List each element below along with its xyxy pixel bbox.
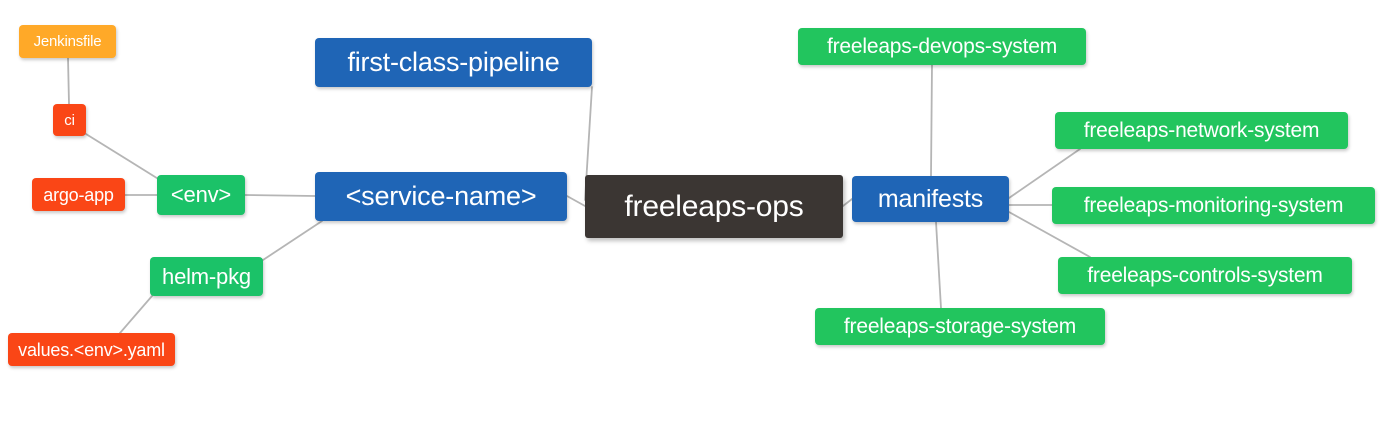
node-label: freeleaps-devops-system xyxy=(827,35,1057,58)
edge-freeleaps-ops-to-manifests xyxy=(842,198,853,207)
node-argo-app[interactable]: argo-app xyxy=(32,178,125,211)
node-label: ci xyxy=(64,111,75,129)
node-label: freeleaps-storage-system xyxy=(843,315,1077,338)
node-label: freeleaps-network-system xyxy=(1083,119,1320,142)
edge-manifests-to-freeleaps-storage-system xyxy=(935,221,942,309)
edge-freeleaps-ops-to-service-name xyxy=(566,195,586,207)
edge-service-name-to-helm-pkg xyxy=(262,220,323,261)
node-freeleaps-network-system[interactable]: freeleaps-network-system xyxy=(1055,112,1348,149)
node-freeleaps-controls-system[interactable]: freeleaps-controls-system xyxy=(1058,257,1352,294)
node-values-env-yaml[interactable]: values.<env>.yaml xyxy=(8,333,175,366)
node-label: freeleaps-ops xyxy=(624,189,804,223)
node-freeleaps-monitoring-system[interactable]: freeleaps-monitoring-system xyxy=(1052,187,1375,224)
node-freeleaps-devops-system[interactable]: freeleaps-devops-system xyxy=(798,28,1086,65)
node-first-class-pipeline[interactable]: first-class-pipeline xyxy=(315,38,592,87)
node-label: manifests xyxy=(877,184,984,213)
node-service-name[interactable]: <service-name> xyxy=(315,172,567,221)
node-label: Jenkinsfile xyxy=(33,33,102,50)
node-ci[interactable]: ci xyxy=(53,104,86,136)
node-manifests[interactable]: manifests xyxy=(852,176,1009,222)
node-label: first-class-pipeline xyxy=(347,47,560,77)
edge-helm-pkg-to-values-env-yaml xyxy=(119,295,153,334)
edge-env-to-ci xyxy=(85,133,161,181)
edge-manifests-to-freeleaps-devops-system xyxy=(930,64,933,177)
node-label: <service-name> xyxy=(345,181,537,211)
node-freeleaps-storage-system[interactable]: freeleaps-storage-system xyxy=(815,308,1105,345)
node-jenkinsfile[interactable]: Jenkinsfile xyxy=(19,25,116,58)
node-label: helm-pkg xyxy=(162,263,251,289)
node-label: freeleaps-monitoring-system xyxy=(1083,194,1344,217)
node-label: values.<env>.yaml xyxy=(18,339,165,360)
edge-service-name-to-env xyxy=(244,194,316,197)
node-freeleaps-ops[interactable]: freeleaps-ops xyxy=(585,175,843,238)
edge-ci-to-jenkinsfile xyxy=(67,57,70,105)
node-label: freeleaps-controls-system xyxy=(1087,264,1323,287)
node-env[interactable]: <env> xyxy=(157,175,245,215)
node-helm-pkg[interactable]: helm-pkg xyxy=(150,257,263,296)
node-label: argo-app xyxy=(43,184,114,205)
node-label: <env> xyxy=(170,182,232,207)
